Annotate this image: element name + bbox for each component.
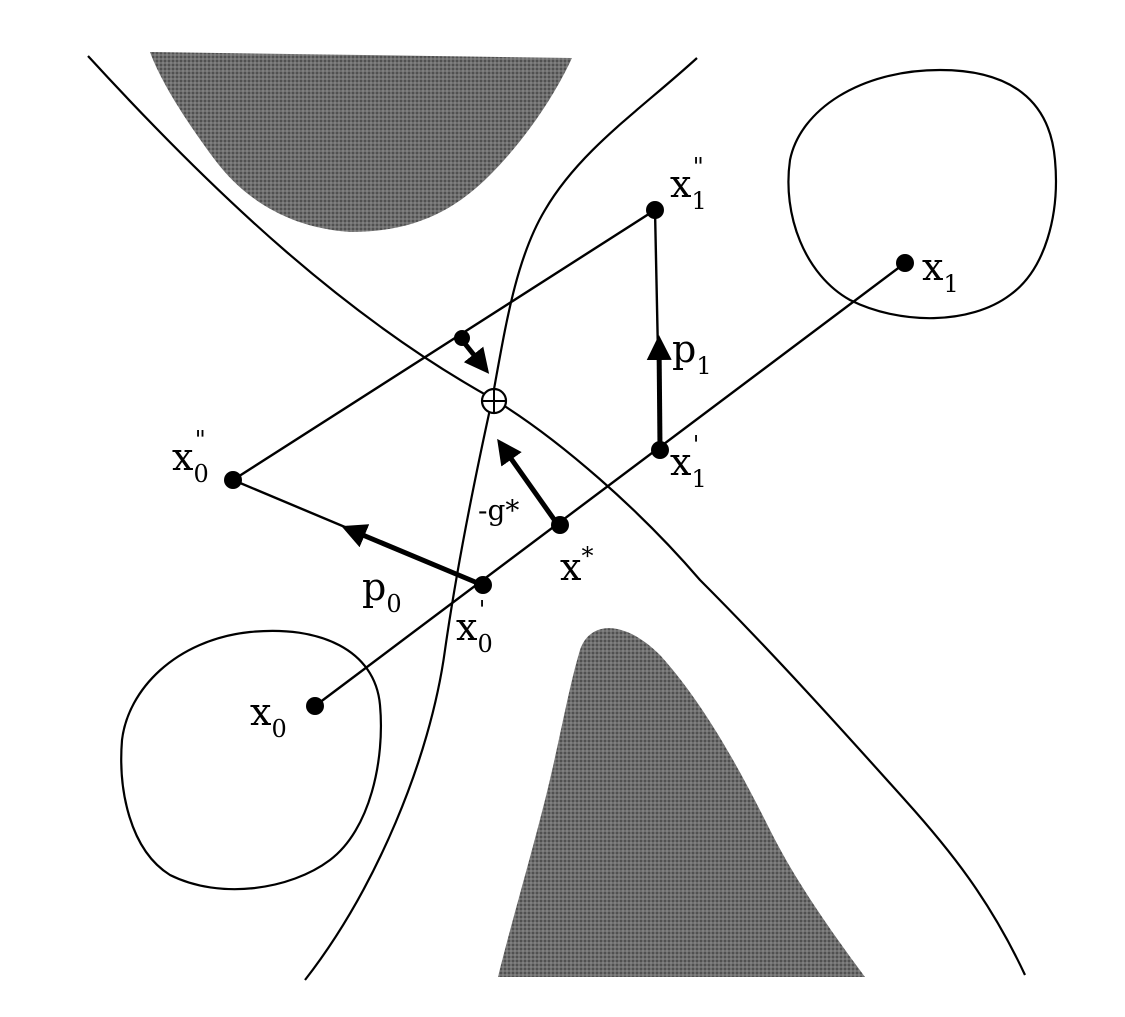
arrow-p0 bbox=[341, 524, 481, 587]
label-x0: x0 bbox=[250, 690, 287, 743]
point-x1-double-prime bbox=[646, 201, 664, 219]
shaded-region-bottom bbox=[498, 628, 865, 977]
segment-x0pp-x1pp bbox=[232, 208, 656, 482]
label-x1-double-prime: x1" bbox=[670, 153, 707, 215]
label-x0-prime: x0' bbox=[456, 596, 493, 658]
points bbox=[224, 201, 914, 715]
dividing-curve-left-branch bbox=[87, 55, 1026, 976]
point-midpoint bbox=[454, 330, 470, 346]
point-x0-double-prime bbox=[224, 471, 242, 489]
label-p0: p0 bbox=[362, 565, 402, 618]
label-p1: p1 bbox=[672, 327, 712, 380]
point-x1 bbox=[896, 254, 914, 272]
point-x0-prime bbox=[474, 576, 492, 594]
basin-contour-x0 bbox=[120, 629, 383, 891]
point-x0 bbox=[306, 697, 324, 715]
point-x-star bbox=[551, 516, 569, 534]
shaded-region-top bbox=[150, 52, 572, 232]
saddle-point-icon bbox=[480, 387, 508, 415]
segment-x0-x1 bbox=[314, 262, 906, 707]
basin-contour-x1 bbox=[787, 68, 1057, 320]
arrow-neg-g-star bbox=[497, 438, 561, 527]
label-neg-g-star: -g* bbox=[478, 494, 519, 527]
label-x-star: x* bbox=[560, 542, 593, 589]
arrow-p1 bbox=[646, 335, 672, 449]
label-x0-double-prime: x0" bbox=[172, 426, 209, 488]
dividing-curve-right-branch bbox=[304, 57, 698, 981]
point-x1-prime bbox=[651, 441, 669, 459]
label-x1-prime: x1' bbox=[670, 431, 707, 493]
arrow-midpoint-to-saddle bbox=[460, 338, 490, 374]
label-x1: x1 bbox=[922, 245, 959, 298]
step-arrows bbox=[341, 335, 672, 587]
path-segments bbox=[232, 208, 906, 707]
